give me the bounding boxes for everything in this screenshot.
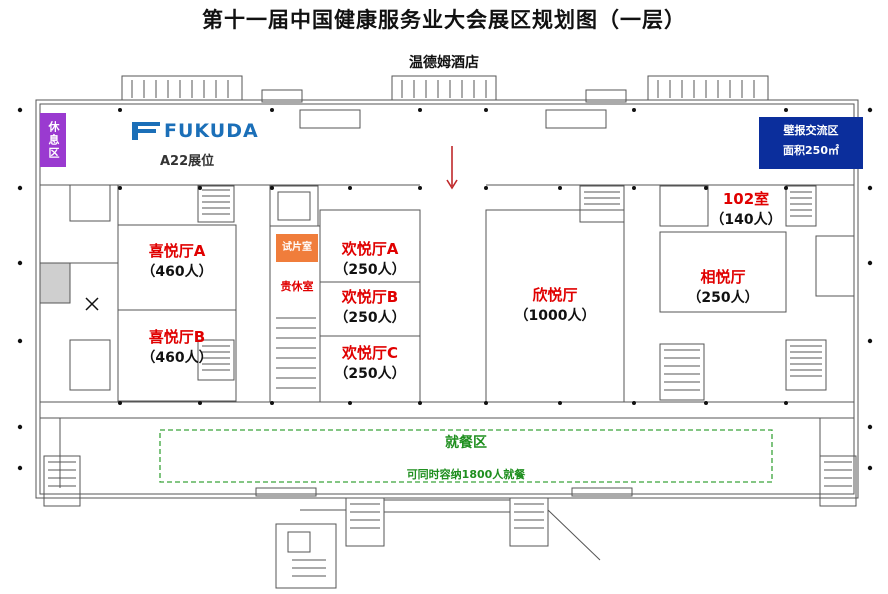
hall-xiangyue: 相悦厅 （250人） bbox=[660, 266, 786, 307]
hall-name: 相悦厅 bbox=[700, 268, 746, 286]
booth-label: A22展位 bbox=[160, 154, 215, 169]
hall-xiyue-a: 喜悦厅A （460人） bbox=[118, 240, 236, 281]
hall-capacity: （250人） bbox=[334, 310, 406, 326]
hall-xinyue: 欣悦厅 （1000人） bbox=[486, 284, 624, 325]
column-dots bbox=[17, 107, 873, 471]
wall-area-title: 壁报交流区 bbox=[783, 124, 839, 137]
hall-capacity: （460人） bbox=[141, 264, 213, 280]
arrow-down-icon bbox=[446, 146, 458, 190]
hall-huanyue-b: 欢悦厅B （250人） bbox=[320, 286, 420, 327]
dining-area-outline bbox=[159, 429, 773, 483]
hall-capacity: （250人） bbox=[334, 262, 406, 278]
try-room-badge: 试片室 bbox=[276, 234, 318, 262]
hall-name: 欢悦厅B bbox=[341, 288, 399, 306]
hall-name: 喜悦厅A bbox=[148, 242, 206, 260]
hall-capacity: （140人） bbox=[710, 212, 782, 228]
vip-room-label: 贵休室 bbox=[280, 280, 314, 293]
hall-huanyue-a: 欢悦厅A （250人） bbox=[320, 238, 420, 279]
room-102: 102室 （140人） bbox=[706, 188, 786, 229]
page-title: 第十一届中国健康服务业大会展区规划图（一层） bbox=[202, 8, 686, 32]
fukuda-logo: FUKUDA bbox=[130, 120, 272, 142]
fukuda-logo-text: FUKUDA bbox=[164, 120, 259, 142]
dining-area-note: 可同时容纳1800人就餐 bbox=[406, 468, 526, 481]
hall-xiyue-b: 喜悦厅B （460人） bbox=[118, 326, 236, 367]
rest-area-badge: 休息区 bbox=[40, 113, 66, 167]
wall-poster-area: 壁报交流区 面积250㎡ bbox=[759, 117, 863, 169]
hall-capacity: （460人） bbox=[141, 350, 213, 366]
hotel-label: 温德姆酒店 bbox=[409, 55, 479, 71]
hall-name: 欢悦厅C bbox=[341, 344, 398, 362]
hall-capacity: （250人） bbox=[334, 366, 406, 382]
wall-area-size: 面积250㎡ bbox=[783, 144, 839, 157]
dining-area-label: 就餐区 bbox=[445, 435, 487, 451]
hall-name: 欣悦厅 bbox=[532, 286, 578, 304]
hall-name: 欢悦厅A bbox=[341, 240, 399, 258]
hall-capacity: （1000人） bbox=[514, 308, 596, 324]
hall-huanyue-c: 欢悦厅C （250人） bbox=[320, 342, 420, 383]
hall-name: 102室 bbox=[722, 190, 770, 208]
hall-capacity: （250人） bbox=[687, 290, 759, 306]
hall-name: 喜悦厅B bbox=[148, 328, 206, 346]
